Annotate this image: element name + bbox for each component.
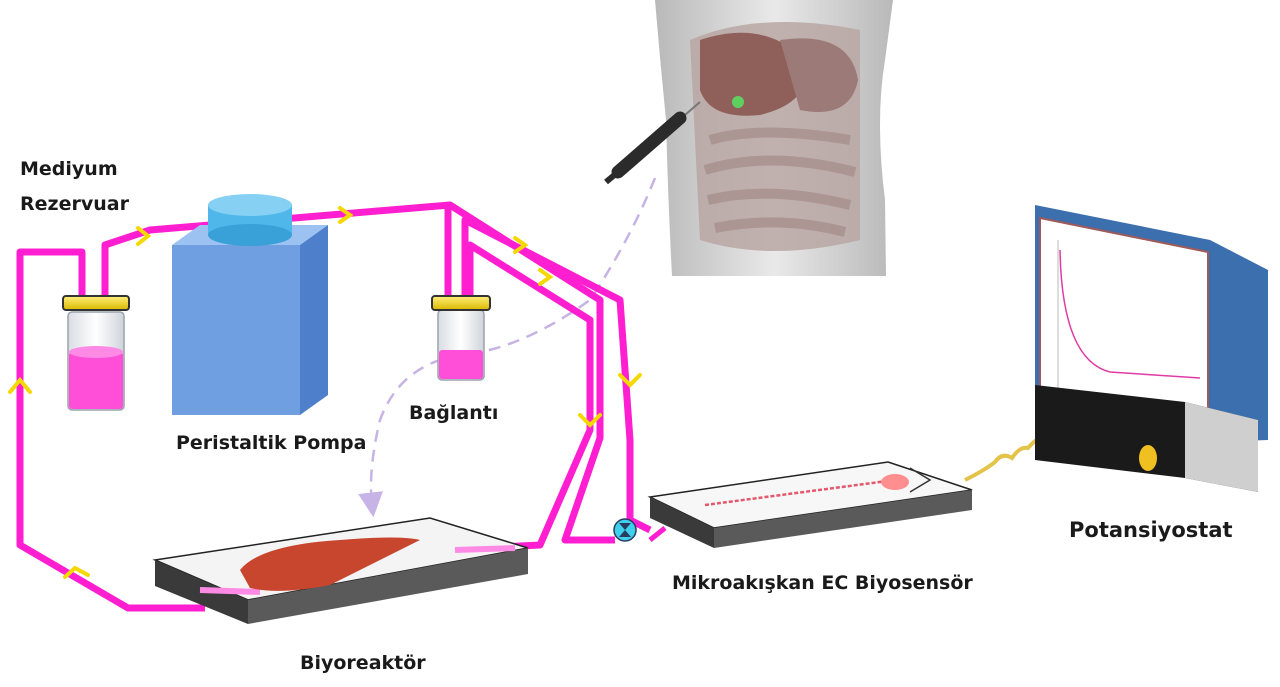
microfluidic-biosensor-chip (647, 461, 973, 548)
bioreactor-chip (152, 517, 529, 624)
peristaltic-pump (172, 194, 328, 415)
connection-vial (431, 295, 491, 381)
microfluidic-biosensor-label: Mikroakışkan EC Biyosensör (672, 572, 973, 594)
liver-icon (240, 537, 420, 591)
sampling-dashed-path (358, 177, 657, 518)
potentiostat-label: Potansiyostat (1069, 518, 1233, 542)
syringe-icon (604, 101, 701, 185)
potentiostat-screen-trace (1059, 249, 1201, 379)
medium-reservoir-vial (62, 295, 130, 411)
flow-arrow-icon (8, 206, 642, 579)
medium-reservoir-label-line1: Mediyum (20, 158, 118, 180)
medium-reservoir-label-line2: Rezervuar (20, 193, 129, 215)
potentiostat-device (1035, 205, 1268, 492)
bioreactor-label: Biyoreaktör (300, 652, 426, 674)
human-torso-icon (655, 0, 893, 276)
connection-label: Bağlantı (409, 402, 499, 424)
potentiostat-cable (964, 436, 1041, 482)
peristaltic-pump-label: Peristaltik Pompa (176, 432, 367, 454)
valve-icon (613, 518, 637, 542)
fluid-tubing (16, 201, 652, 612)
